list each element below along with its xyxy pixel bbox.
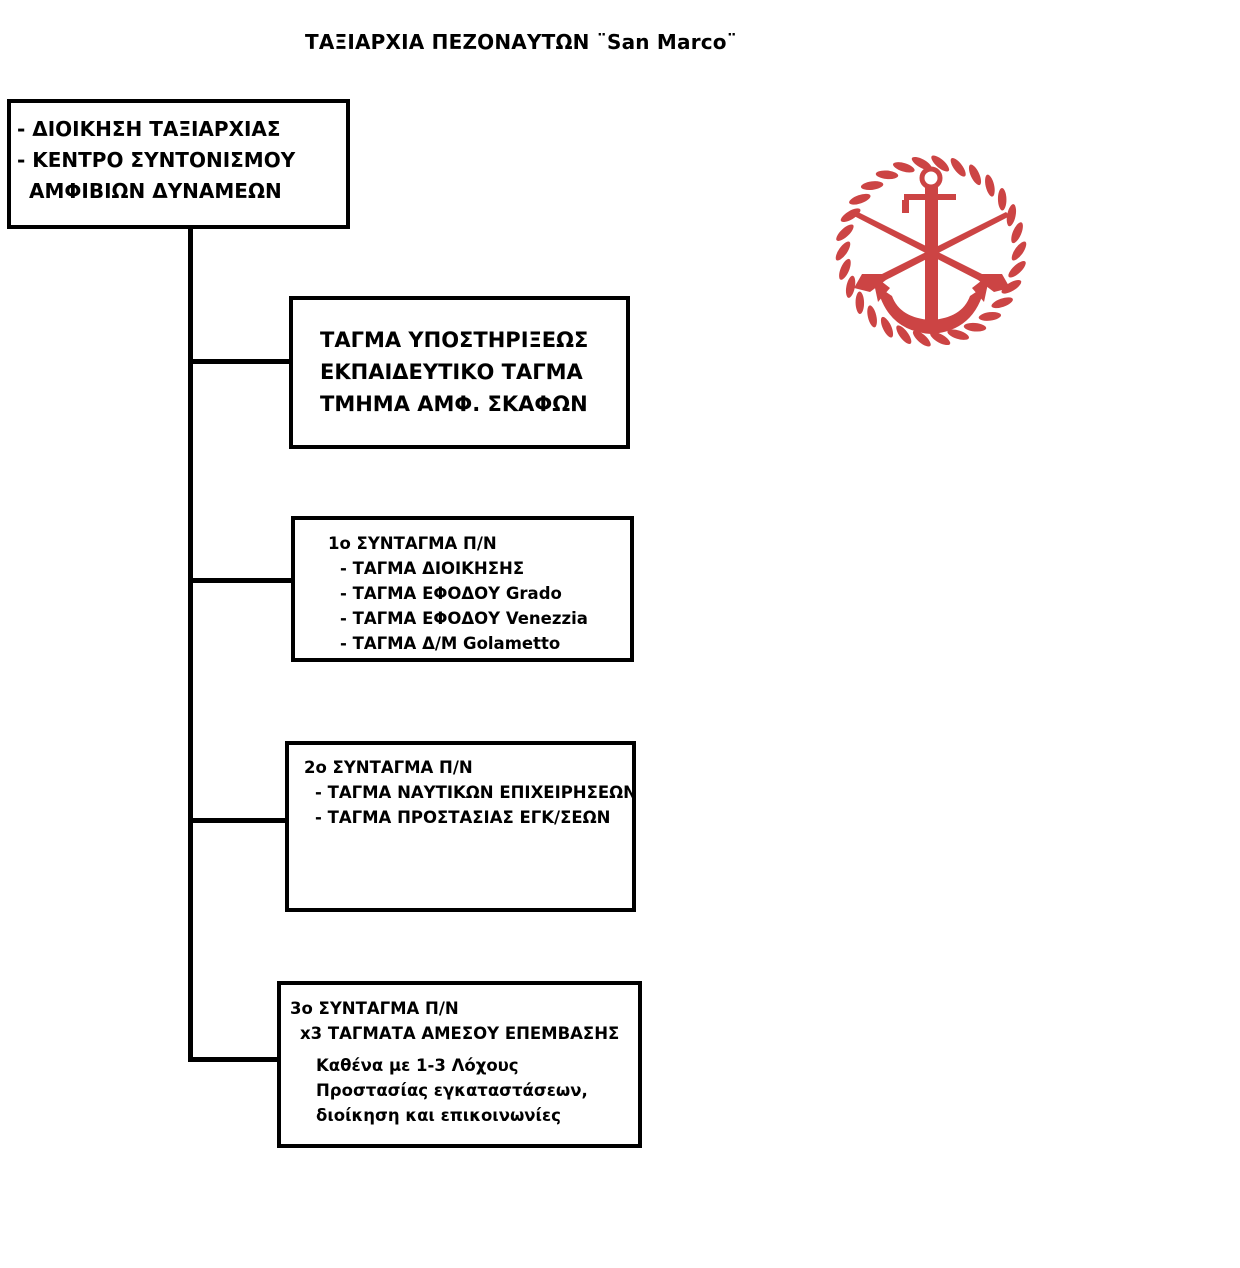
hq-line-2: - ΚΕΝΤΡΟ ΣΥΝΤΟΝΙΣΜΟΥ xyxy=(17,148,296,172)
rope-strand xyxy=(837,257,853,282)
rope-strand xyxy=(839,206,862,224)
support-units-box: ΤΑΓΜΑ ΥΠΟΣΤΗΡΙΞΕΩΣ ΕΚΠΑΙΔΕΥΤΙΚΟ ΤΑΓΜΑ ΤΜ… xyxy=(289,296,630,449)
rope-strand xyxy=(962,321,988,334)
regiment2-item: - ΤΑΓΜΑ ΠΡΟΣΤΑΣΙΑΣ ΕΓΚ/ΣΕΩΝ xyxy=(315,808,611,827)
support-line-1: ΤΑΓΜΑ ΥΠΟΣΤΗΡΙΞΕΩΣ xyxy=(320,328,589,352)
regiment3-note: Καθένα με 1-3 Λόχους xyxy=(316,1056,519,1075)
rope-ring xyxy=(834,153,1028,349)
rope-strand xyxy=(977,310,1003,323)
rope-strand xyxy=(859,179,885,192)
rope-strand xyxy=(929,153,951,173)
rope-strand xyxy=(854,289,866,316)
regiment3-title: 3ο ΣΥΝΤΑΓΜΑ Π/Ν xyxy=(290,999,459,1018)
rope-strand xyxy=(879,315,895,340)
rope-strand xyxy=(983,173,997,199)
regiment2-item: - ΤΑΓΜΑ ΝΑΥΤΙΚΩΝ ΕΠΙΧΕΙΡΗΣΕΩΝ xyxy=(315,783,636,802)
connector-regiment1 xyxy=(188,578,294,583)
rope-strand xyxy=(1006,259,1028,280)
rope-strand xyxy=(874,168,900,181)
support-line-2: ΕΚΠΑΙΔΕΥΤΙΚΟ ΤΑΓΜΑ xyxy=(320,360,583,384)
rope-strand xyxy=(891,160,917,174)
hq-line-1: - ΔΙΟΙΚΗΣΗ ΤΑΞΙΑΡΧΙΑΣ xyxy=(17,117,281,141)
rope-strand xyxy=(847,192,873,207)
rope-strand xyxy=(894,323,913,346)
rope-strand xyxy=(865,303,879,329)
rope-strand xyxy=(996,186,1008,213)
regiment1-item: - ΤΑΓΜΑ ΕΦΟΔΟΥ Venezzia xyxy=(340,609,588,628)
regiment1-box: 1ο ΣΥΝΤΑΓΜΑ Π/Ν - ΤΑΓΜΑ ΔΙΟΙΚΗΣΗΣ - ΤΑΓΜ… xyxy=(291,516,634,662)
diagram-title: ΤΑΞΙΑΡΧΙΑ ΠΕΖΟΝΑΥΤΩΝ ¨San Marco¨ xyxy=(305,30,737,54)
regiment1-title: 1ο ΣΥΝΤΑΓΜΑ Π/Ν xyxy=(328,534,497,553)
regiment3-note: Προστασίας εγκαταστάσεων, xyxy=(316,1081,588,1100)
regiment2-box: 2ο ΣΥΝΤΑΓΜΑ Π/Ν - ΤΑΓΜΑ ΝΑΥΤΙΚΩΝ ΕΠΙΧΕΙΡ… xyxy=(285,741,636,912)
rope-strand xyxy=(1009,220,1025,245)
rope-strand xyxy=(967,162,983,187)
regiment1-item: - ΤΑΓΜΑ ΕΦΟΔΟΥ Grado xyxy=(340,584,562,603)
regiment3-subtitle: x3 ΤΑΓΜΑΤΑ ΑΜΕΣΟΥ ΕΠΕΜΒΑΣΗΣ xyxy=(300,1024,620,1043)
rope-strand xyxy=(989,295,1015,310)
rope-strand xyxy=(911,329,933,349)
regiment3-note: διοίκηση και επικοινωνίες xyxy=(316,1106,561,1125)
rope-strand xyxy=(949,156,968,179)
anchor-crossed-rifles-rope-icon xyxy=(834,153,1028,349)
hq-line-3: ΑΜΦΙΒΙΩΝ ΔΥΝΑΜΕΩΝ xyxy=(29,179,282,203)
regiment3-box: 3ο ΣΥΝΤΑΓΜΑ Π/Ν x3 ΤΑΓΜΑΤΑ ΑΜΕΣΟΥ ΕΠΕΜΒΑ… xyxy=(277,981,642,1148)
rope-strand xyxy=(834,240,852,262)
rope-strand xyxy=(1010,240,1028,262)
connector-support xyxy=(188,359,292,364)
regiment2-title: 2ο ΣΥΝΤΑΓΜΑ Π/Ν xyxy=(304,758,473,777)
crossed-rifles-icon xyxy=(854,212,1010,292)
connector-regiment2 xyxy=(188,818,288,823)
connector-regiment3 xyxy=(188,1057,280,1062)
trunk-line xyxy=(188,226,193,1062)
support-line-3: ΤΜΗΜΑ ΑΜΦ. ΣΚΑΦΩΝ xyxy=(320,392,588,416)
rope-strand xyxy=(834,222,856,243)
hq-box: - ΔΙΟΙΚΗΣΗ ΤΑΞΙΑΡΧΙΑΣ - ΚΕΝΤΡΟ ΣΥΝΤΟΝΙΣΜ… xyxy=(7,99,350,229)
regiment1-item: - ΤΑΓΜΑ ΔΙΟΙΚΗΣΗΣ xyxy=(340,559,525,578)
rope-strand xyxy=(1000,278,1023,296)
regiment1-item: - ΤΑΓΜΑ Δ/Μ Golametto xyxy=(340,634,561,653)
